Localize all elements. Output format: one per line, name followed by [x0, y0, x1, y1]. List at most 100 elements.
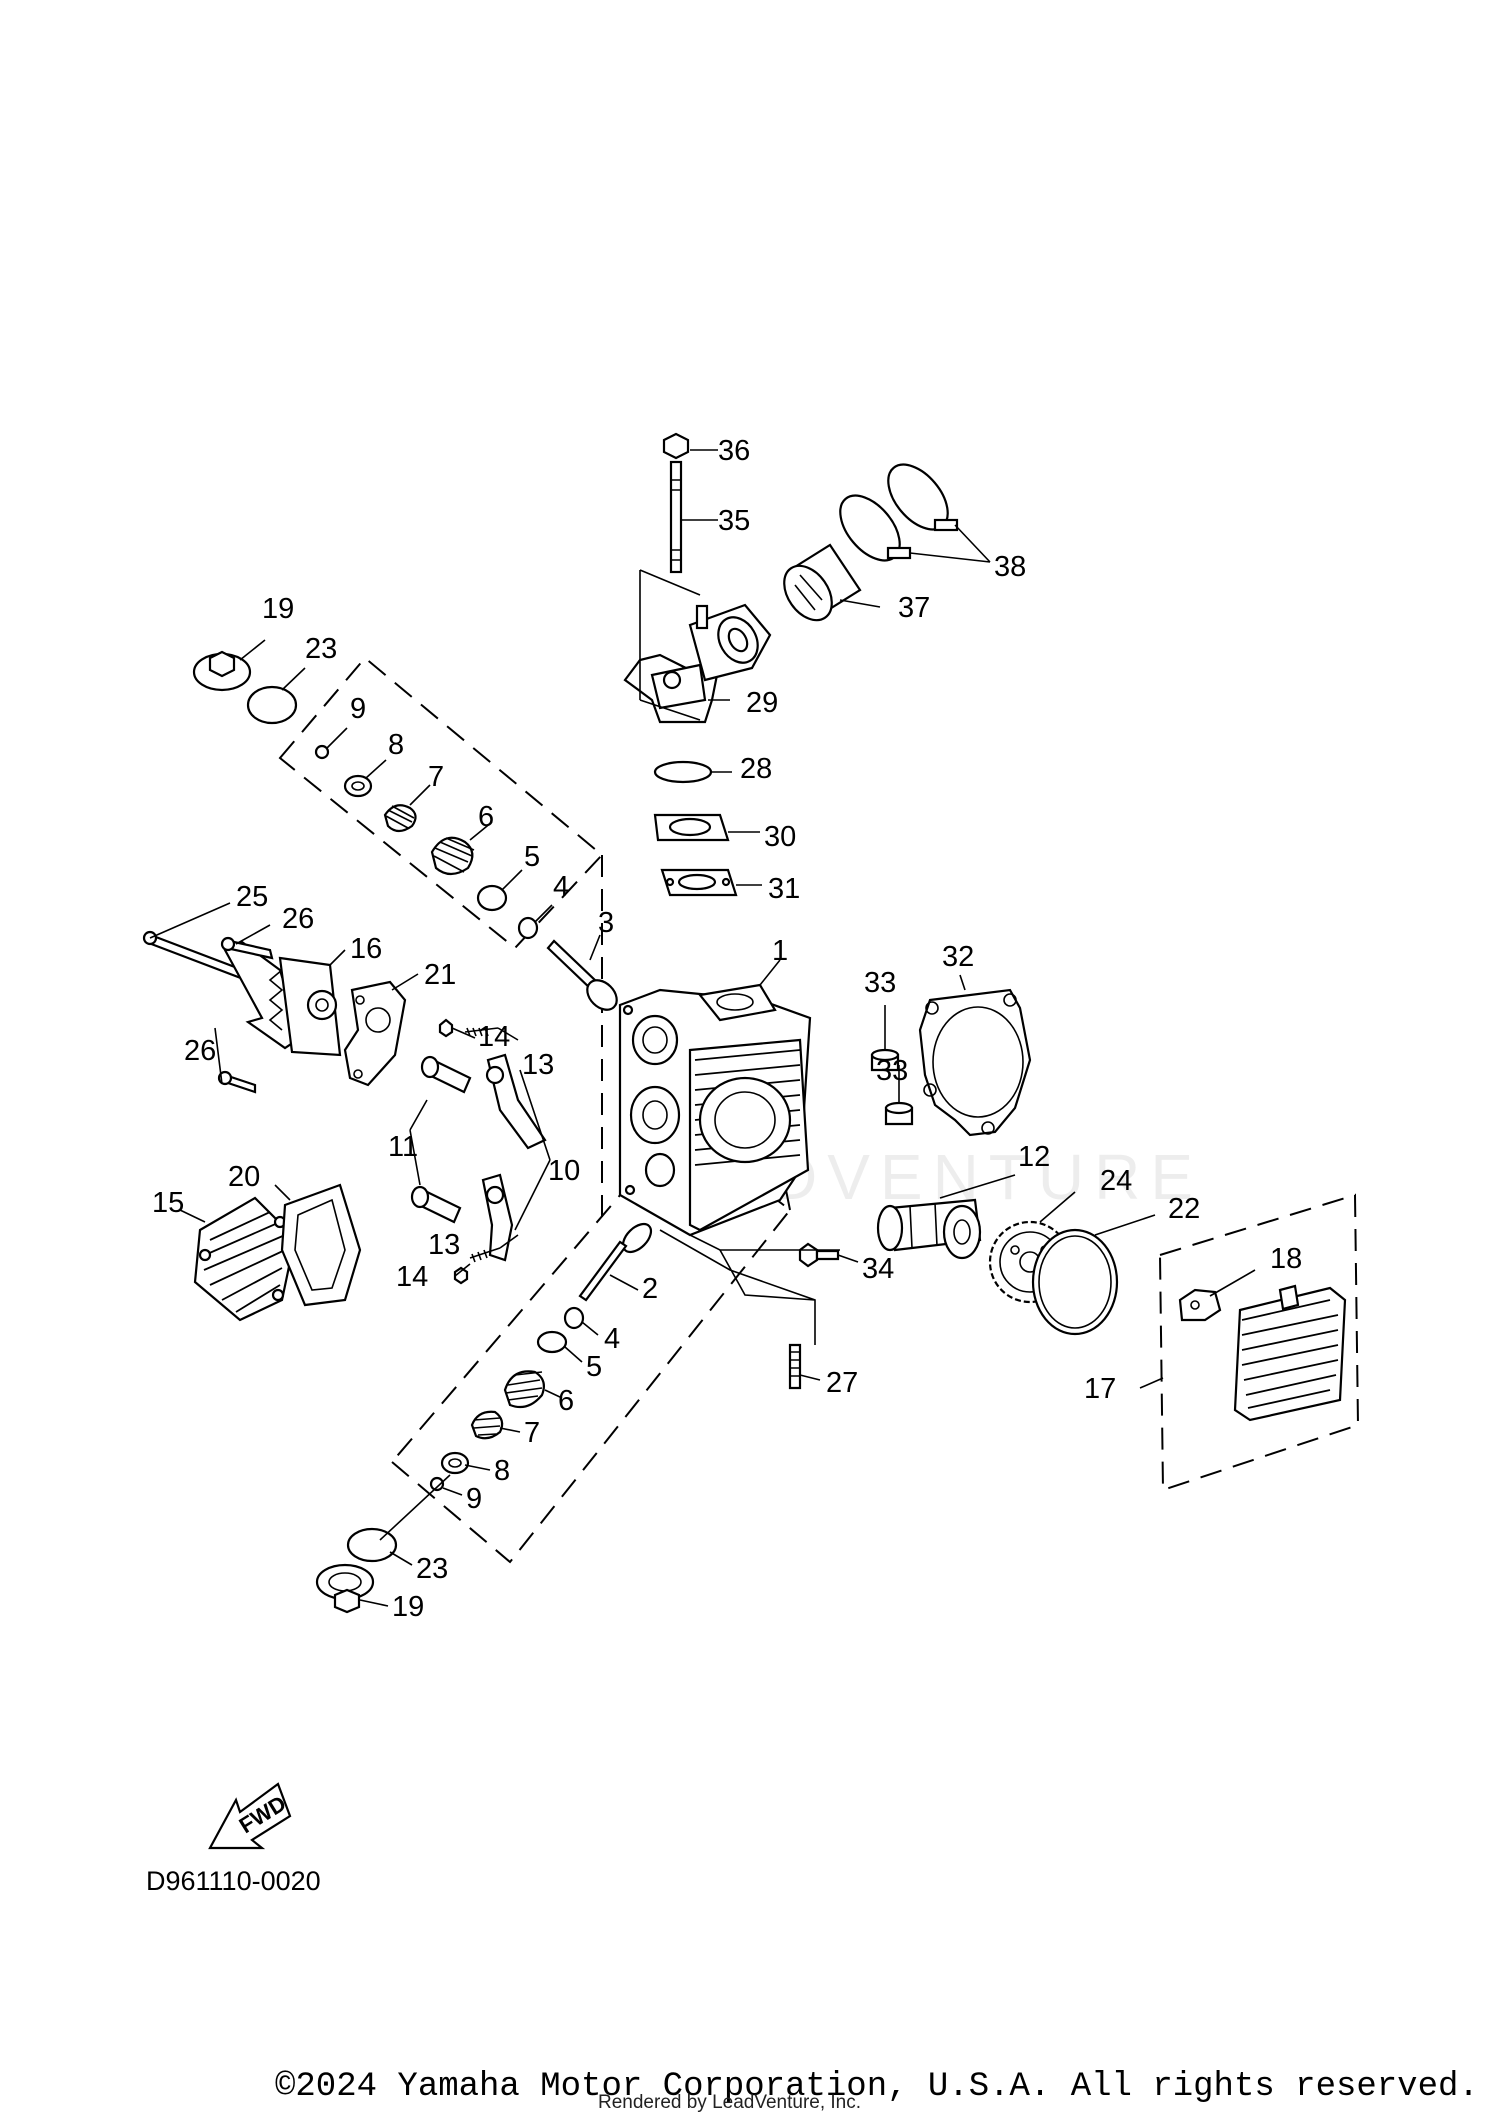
- callout-labels: 36 35 38 37 19 23 9 8 7 6 5 4 3 29 28 30…: [152, 435, 1302, 1623]
- callout-17: 17: [1084, 1373, 1116, 1405]
- callout-7-lower: 7: [524, 1417, 540, 1449]
- camshaft: [876, 1174, 1016, 1260]
- callout-4-upper: 4: [553, 871, 569, 903]
- cylinder-head: [618, 959, 812, 1237]
- callout-21: 21: [424, 959, 456, 991]
- callout-35: 35: [718, 505, 750, 537]
- callout-33-lower: 33: [876, 1055, 908, 1087]
- callout-32: 32: [942, 941, 974, 973]
- adjusting-screws: [464, 1027, 519, 1263]
- valve-retainer-lower: [440, 1451, 491, 1475]
- callout-14-lower: 14: [396, 1261, 428, 1293]
- callout-24: 24: [1100, 1165, 1132, 1197]
- cylinder-stud: [659, 1229, 821, 1390]
- callout-29: 29: [746, 687, 778, 719]
- callout-31: 31: [768, 873, 800, 905]
- callout-23-upper: 23: [305, 633, 337, 665]
- callout-7-upper: 7: [428, 761, 444, 793]
- air-shroud: [1139, 1284, 1347, 1422]
- callout-34: 34: [862, 1253, 894, 1285]
- callout-23-lower: 23: [416, 1553, 448, 1585]
- outer-valve-spring-lower: [503, 1370, 563, 1409]
- valve-stem-seal-upper: [517, 904, 553, 940]
- valve-stem-seal-lower: [563, 1306, 599, 1336]
- intake-joint-boot: [783, 543, 881, 622]
- rocker-arms: [481, 1053, 551, 1262]
- exhaust-valve-group-box: [390, 1123, 792, 1564]
- callout-19-lower: 19: [392, 1591, 424, 1623]
- callout-1: 1: [772, 935, 788, 967]
- callout-6-upper: 6: [478, 801, 494, 833]
- callout-28: 28: [740, 753, 772, 785]
- callout-37: 37: [898, 592, 930, 624]
- callout-13-upper: 13: [522, 1049, 554, 1081]
- intake-insulator: [653, 813, 760, 842]
- valve-cotter-lower: [429, 1476, 445, 1492]
- callout-5-lower: 5: [586, 1351, 602, 1383]
- callout-6-lower: 6: [558, 1385, 574, 1417]
- callout-38: 38: [994, 551, 1026, 583]
- callout-26-upper: 26: [282, 903, 314, 935]
- callout-10: 10: [548, 1155, 580, 1187]
- shroud-cap: [1178, 1269, 1256, 1322]
- callout-4-lower: 4: [604, 1323, 620, 1355]
- shroud-group-box: [1158, 1193, 1360, 1492]
- callout-9-upper: 9: [350, 693, 366, 725]
- callout-26-lower: 26: [184, 1035, 216, 1067]
- intake-manifold: [623, 569, 772, 724]
- callout-12: 12: [1018, 1141, 1050, 1173]
- callout-3: 3: [598, 907, 614, 939]
- callout-9-lower: 9: [466, 1483, 482, 1515]
- dowel-pin-upper: [870, 1005, 900, 1072]
- callout-2: 2: [642, 1273, 658, 1305]
- callout-20: 20: [228, 1161, 260, 1193]
- callout-19-upper: 19: [262, 593, 294, 625]
- callout-16: 16: [350, 933, 382, 965]
- valve-spring-seat-lower: [536, 1330, 568, 1354]
- callout-33-upper: 33: [864, 967, 896, 999]
- valve-cap-lower: [315, 1563, 389, 1614]
- intake-valve: [546, 934, 618, 1011]
- intake-stud-nut: [662, 432, 718, 574]
- outer-valve-spring-upper: [430, 821, 493, 876]
- intake-gasket: [660, 868, 762, 897]
- dowel-pin-lower: [884, 1065, 914, 1126]
- intake-valve-group-box: [278, 656, 604, 950]
- cover-o-ring: [1031, 1214, 1156, 1336]
- rendered-by-credit: Rendered by LeadVenture, Inc.: [598, 2092, 862, 2113]
- fwd-arrow-icon: FWD: [208, 1782, 292, 1850]
- valve-cotter-upper: [314, 744, 330, 760]
- callout-18: 18: [1270, 1243, 1302, 1275]
- callout-13-lower: 13: [428, 1229, 460, 1261]
- hose-clamps: [839, 463, 991, 563]
- callout-22: 22: [1168, 1193, 1200, 1225]
- rocker-shafts: [409, 1055, 472, 1224]
- exhaust-valve: [578, 1222, 653, 1302]
- callout-27: 27: [826, 1367, 858, 1399]
- valve-spring-seat-upper: [476, 884, 508, 912]
- valve-cap-o-ring-upper: [246, 685, 298, 725]
- locknuts: [438, 1018, 476, 1285]
- side-cover-gasket: [274, 1183, 362, 1307]
- valve-cap-upper: [192, 639, 266, 692]
- callout-36: 36: [718, 435, 750, 467]
- diagram-code: D961110-0020: [146, 1866, 321, 1896]
- valve-retainer-upper: [343, 759, 387, 798]
- callout-8-upper: 8: [388, 729, 404, 761]
- callout-14-upper: 14: [478, 1021, 510, 1053]
- tensioner-gasket: [343, 973, 419, 1087]
- copyright-notice: ©2024 Yamaha Motor Corporation, U.S.A. A…: [275, 2068, 1479, 2106]
- callout-5-upper: 5: [524, 841, 540, 873]
- callout-8-lower: 8: [494, 1455, 510, 1487]
- callout-30: 30: [764, 821, 796, 853]
- tensioner-assembly: [142, 902, 346, 1094]
- side-cover: [179, 1196, 297, 1322]
- intake-o-ring: [653, 760, 713, 784]
- callout-11: 11: [388, 1131, 418, 1163]
- inner-valve-spring-lower: [470, 1410, 521, 1440]
- cylinder-head-gasket: [918, 974, 1032, 1137]
- valve-cap-o-ring-lower: [346, 1527, 398, 1563]
- callout-15: 15: [152, 1187, 184, 1219]
- lower-valve-axis: [379, 1474, 451, 1541]
